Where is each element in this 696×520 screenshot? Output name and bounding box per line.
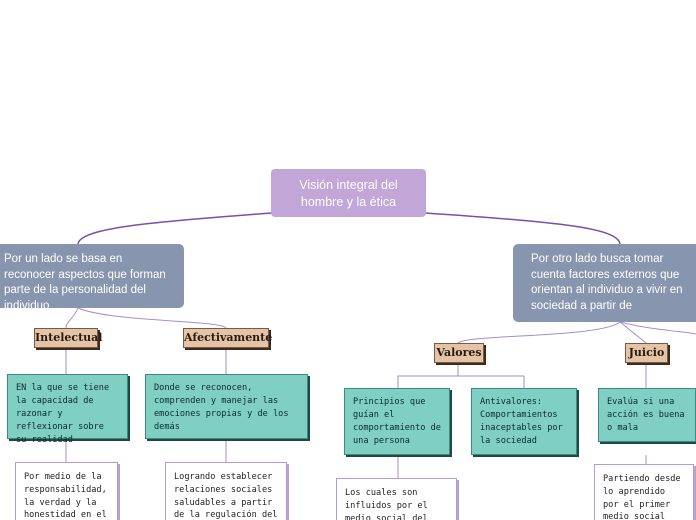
- topic-intelectual[interactable]: Intelectual: [34, 328, 102, 348]
- intelectual-subtopic[interactable]: Por medio de la responsabilidad, la verd…: [15, 462, 118, 520]
- connector-right-juicio: [619, 321, 647, 344]
- principios-subtopic[interactable]: Los cuales son influidos por el medio so…: [336, 478, 457, 520]
- central-topic[interactable]: Visión integral del hombre y la ética: [271, 169, 426, 217]
- connector-right-offscreen: [619, 321, 696, 335]
- connector-central-left: [77, 212, 273, 245]
- left-main-topic[interactable]: Por un lado se basa en reconocer aspecto…: [0, 244, 184, 312]
- connector-valores-split: [397, 363, 525, 388]
- juicio-description[interactable]: Evalúa si una acción es buena o mala: [598, 388, 696, 442]
- topic-juicio[interactable]: Juicio: [625, 343, 668, 363]
- afectivamente-subtopic[interactable]: Logrando establecer relaciones sociales …: [165, 462, 287, 520]
- topic-afectivamente[interactable]: Afectivamente: [183, 328, 272, 348]
- juicio-subtopic[interactable]: Partiendo desde lo aprendido por el prim…: [594, 464, 694, 520]
- right-main-topic[interactable]: Por otro lado busca tomar cuenta factore…: [513, 244, 696, 322]
- connector-right-valores: [457, 321, 621, 344]
- antivalores-node[interactable]: Antivalores: Comportamientos inaceptable…: [471, 388, 577, 455]
- afectivamente-description[interactable]: Donde se reconocen, comprenden y manejar…: [145, 374, 308, 439]
- principios-node[interactable]: Principios que guían el comportamiento d…: [344, 388, 450, 455]
- connector-left-afectivamente: [77, 307, 227, 329]
- connector-left-intelectual: [65, 307, 79, 329]
- topic-valores[interactable]: Valores: [434, 343, 484, 363]
- intelectual-description[interactable]: EN la que se tiene la capacidad de razon…: [7, 374, 128, 445]
- connector-central-right: [424, 212, 621, 245]
